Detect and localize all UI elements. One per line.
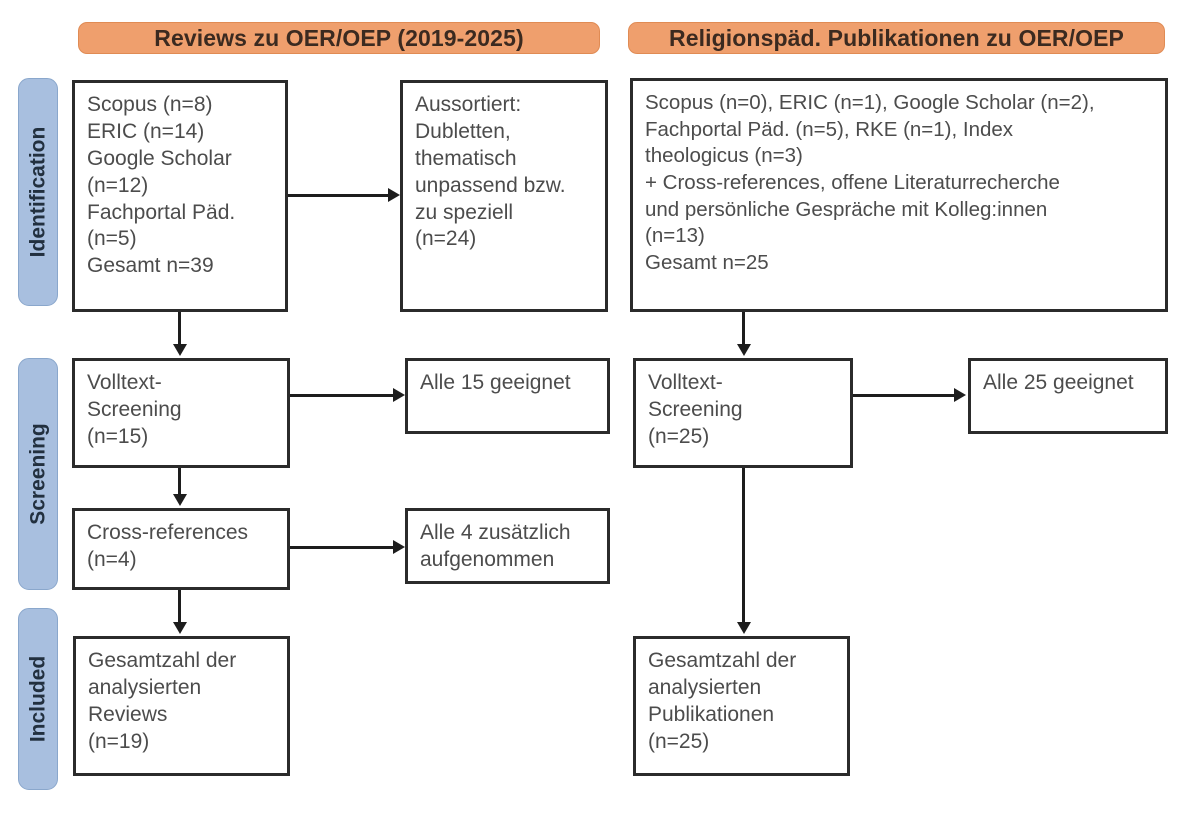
arrowhead-left-crossref-to-included — [173, 622, 187, 634]
node-right-identification-sources: Scopus (n=0), ERIC (n=1), Google Scholar… — [630, 78, 1168, 312]
node-left-fulltext-screening: Volltext- Screening (n=15) — [72, 358, 290, 468]
node-left-excluded: Aussortiert: Dubletten, thematisch unpas… — [400, 80, 608, 312]
arrowhead-right-sources-to-fulltext — [737, 344, 751, 356]
arrowhead-left-sources-to-excluded — [388, 188, 400, 202]
node-left-cross-references-result: Alle 4 zusätzlich aufgenommen — [405, 508, 610, 584]
arrowhead-left-fulltext-to-result — [393, 388, 405, 402]
node-left-identification-sources: Scopus (n=8) ERIC (n=14) Google Scholar … — [72, 80, 288, 312]
phase-label-screening: Screening — [26, 423, 50, 525]
node-left-fulltext-result: Alle 15 geeignet — [405, 358, 610, 434]
connector-left-sources-to-fulltext — [178, 312, 181, 346]
arrowhead-right-fulltext-to-result — [954, 388, 966, 402]
node-left-cross-references: Cross-references (n=4) — [72, 508, 290, 590]
connector-right-fulltext-to-result — [853, 394, 956, 397]
arrowhead-left-fulltext-to-crossref — [173, 494, 187, 506]
connector-right-fulltext-to-included — [742, 468, 745, 624]
connector-left-crossref-to-result — [290, 546, 395, 549]
banner-left-reviews: Reviews zu OER/OEP (2019-2025) — [78, 22, 600, 54]
connector-left-fulltext-to-crossref — [178, 468, 181, 496]
connector-left-crossref-to-included — [178, 590, 181, 624]
phase-label-included: Included — [26, 655, 50, 743]
phase-bar-screening: Screening — [18, 358, 58, 590]
node-right-fulltext-result: Alle 25 geeignet — [968, 358, 1168, 434]
node-left-included-total: Gesamtzahl der analysierten Reviews (n=1… — [73, 636, 290, 776]
node-right-fulltext-screening: Volltext- Screening (n=25) — [633, 358, 853, 468]
phase-label-identification: Identification — [26, 126, 50, 258]
connector-left-sources-to-excluded — [288, 194, 390, 197]
phase-bar-included: Included — [18, 608, 58, 790]
arrowhead-left-sources-to-fulltext — [173, 344, 187, 356]
node-right-included-total: Gesamtzahl der analysierten Publikatione… — [633, 636, 850, 776]
arrowhead-right-fulltext-to-included — [737, 622, 751, 634]
connector-right-sources-to-fulltext — [742, 312, 745, 346]
banner-right-publications: Religionspäd. Publikationen zu OER/OEP — [628, 22, 1165, 54]
phase-bar-identification: Identification — [18, 78, 58, 306]
connector-left-fulltext-to-result — [290, 394, 395, 397]
arrowhead-left-crossref-to-result — [393, 540, 405, 554]
